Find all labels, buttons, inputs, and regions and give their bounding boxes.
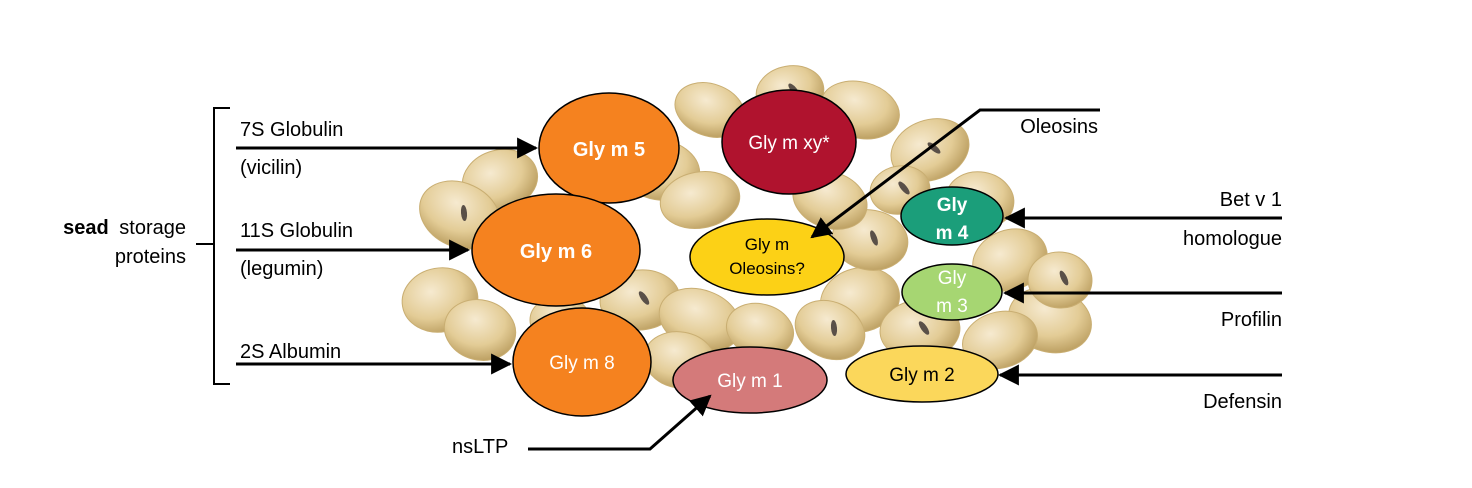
soybean-hilum <box>870 230 878 246</box>
label-7s-globulin: 7S Globulin <box>240 119 343 141</box>
label-defensin: Defensin <box>1203 391 1282 413</box>
label-11s-globulin: 11S Globulin <box>240 220 353 242</box>
soybean-hilum <box>927 142 941 154</box>
label-profilin: Profilin <box>1221 309 1282 331</box>
gly-m4-line2: m 4 <box>936 223 969 244</box>
allergen-gly-m6: Gly m 6 <box>471 193 641 307</box>
soybean <box>443 299 517 361</box>
label-vicilin: (vicilin) <box>240 157 302 179</box>
gly-m8-label: Gly m 8 <box>549 353 614 374</box>
allergen-gly-m-oleosins: Gly m Oleosins? <box>689 218 845 296</box>
soybean-hilum <box>918 321 930 335</box>
gly-m6-label: Gly m 6 <box>520 241 592 263</box>
allergen-gly-m2: Gly m 2 <box>845 345 999 403</box>
soybean-hilum <box>1059 270 1069 286</box>
label-homologue: homologue <box>1183 228 1282 250</box>
soybean-hilum <box>830 320 838 336</box>
gly-m2-label: Gly m 2 <box>889 365 954 386</box>
label-legumin: (legumin) <box>240 258 323 280</box>
allergen-gly-m8: Gly m 8 <box>512 307 652 417</box>
soybean-hilum <box>460 205 468 221</box>
allergen-gly-m-xy: Gly m xy* <box>721 89 857 195</box>
gly-m-xy-label: Gly m xy* <box>748 133 830 154</box>
arrows <box>236 108 1282 451</box>
allergen-gly-m3: Gly m 3 <box>901 263 1003 321</box>
gly-m1-label: Gly m 1 <box>717 371 782 392</box>
soybean <box>659 171 741 229</box>
allergen-gly-m4: Gly m 4 <box>900 186 1004 246</box>
bracket-label-line2: proteins <box>115 246 186 268</box>
allergen-gly-m5: Gly m 5 <box>538 92 680 204</box>
label-2s-albumin: 2S Albumin <box>240 341 341 363</box>
allergen-gly-m1: Gly m 1 <box>672 346 828 414</box>
storage-protein-bracket <box>196 107 230 385</box>
gly-m-oleosins-line2: Oleosins? <box>729 259 805 278</box>
label-oleosins: Oleosins <box>1020 116 1098 138</box>
bracket-label-rest: storage <box>119 217 186 239</box>
gly-m3-line2: m 3 <box>936 296 968 317</box>
gly-m3-line1: Gly <box>938 268 967 289</box>
arrow-oleosins <box>810 108 1100 239</box>
gly-m5-label: Gly m 5 <box>573 139 645 161</box>
arrow-nsltp-to-gly-m1 <box>528 394 712 451</box>
label-nsltp: nsLTP <box>452 436 508 458</box>
soybean-hilum <box>638 291 650 305</box>
label-bet-v1: Bet v 1 <box>1220 189 1282 211</box>
gly-m4-line1: Gly <box>937 195 968 216</box>
gly-m-oleosins-line1: Gly m <box>745 235 789 254</box>
soybean <box>794 299 866 361</box>
bracket-label-bold: sead <box>63 217 109 239</box>
soybean-hilum <box>898 181 910 195</box>
bracket-label: sead storage <box>63 217 186 239</box>
